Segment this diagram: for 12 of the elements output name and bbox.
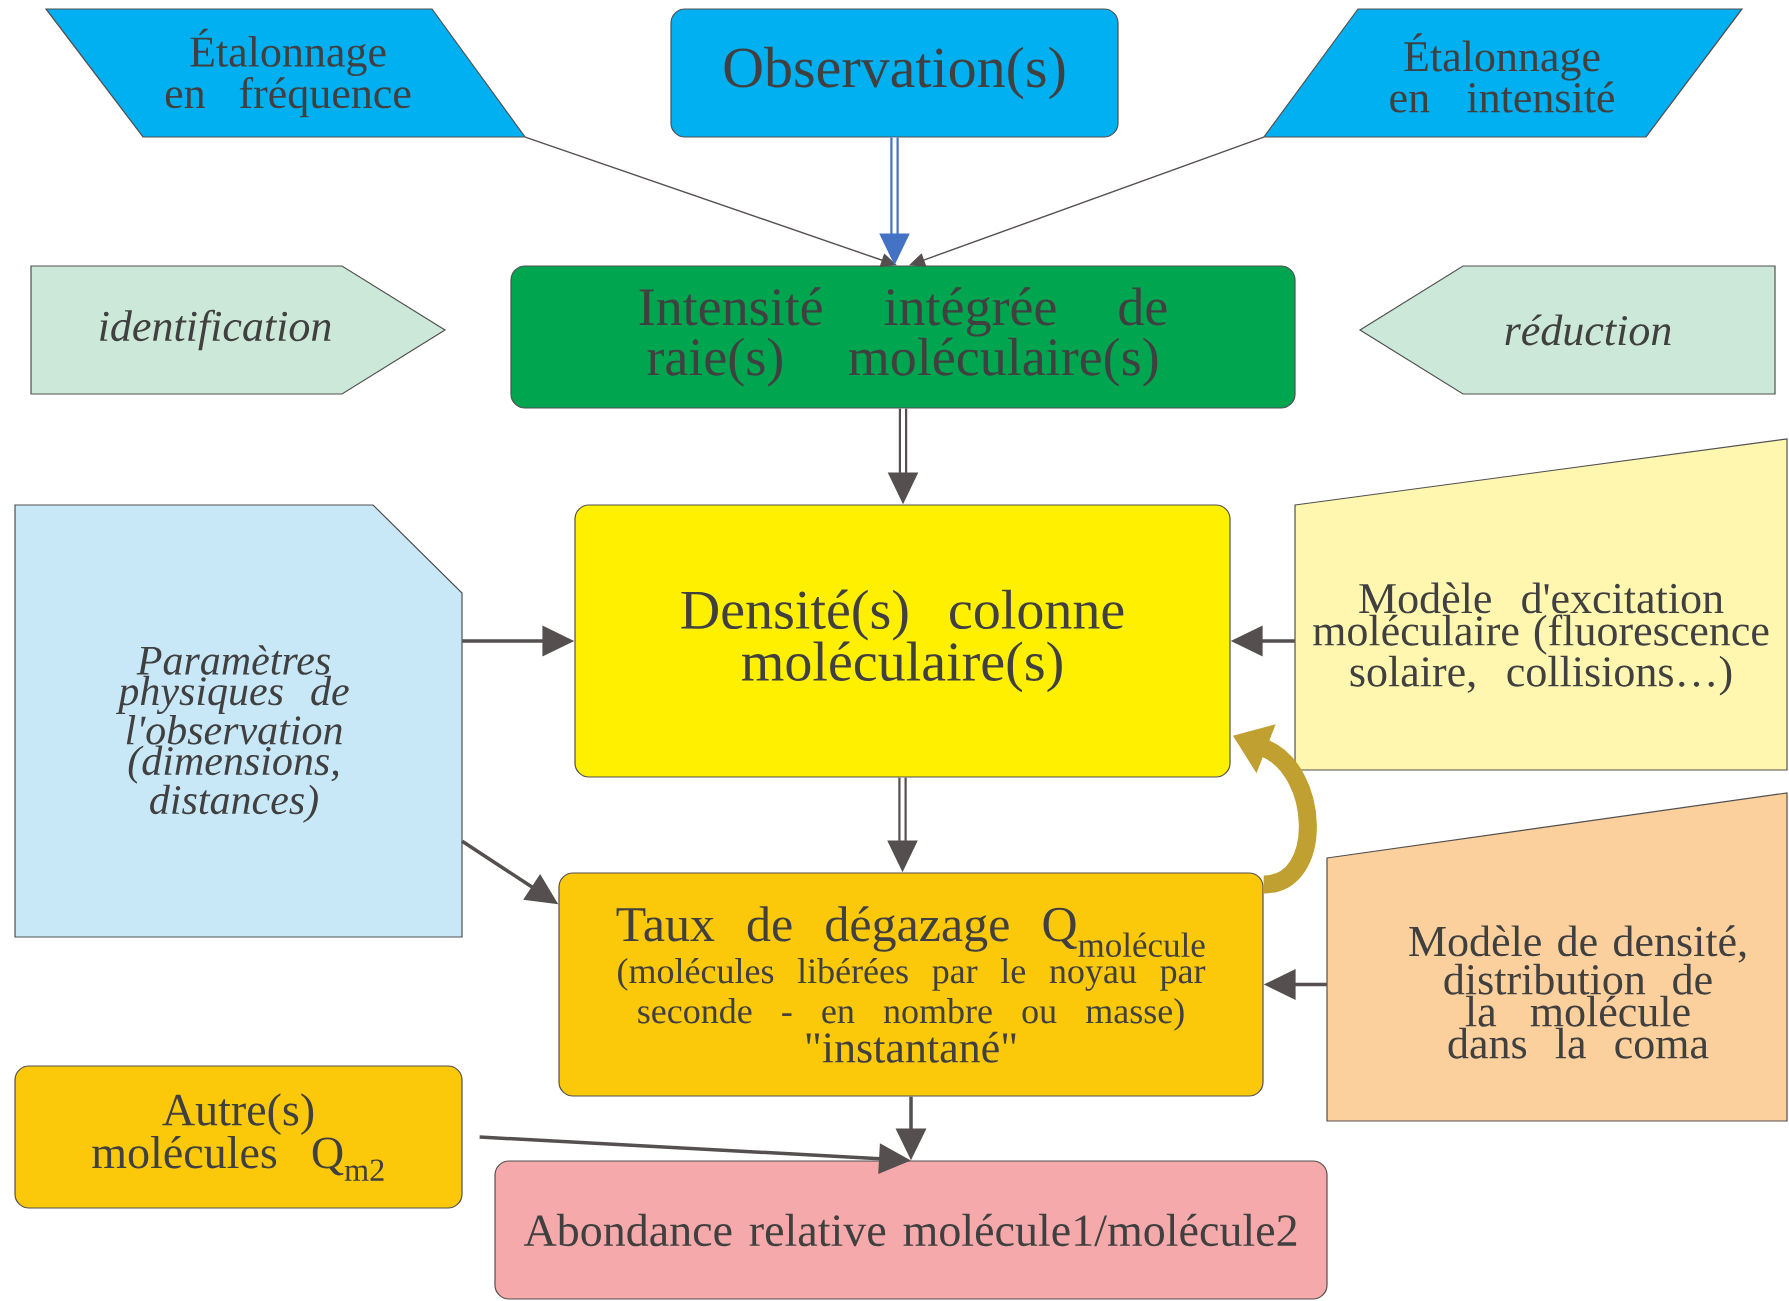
process-box: Taux de dégazage Q$_{molécule}$ (molécules libérées par le noyau par seconde - en nombre ou masse) "instantané" [558,872,1264,1097]
input-box: Autre(s) molécules Q$_{m2}$ [14,1065,463,1209]
arrow [524,136,897,267]
result-box: Abondance relative molécule1/molécule2 [494,1160,1328,1300]
step-pentagon: identification [30,265,447,395]
process-box: Intensité intégrée de raie(s) moléculaire(s) [510,265,1296,409]
process-box: Densité(s) colonne moléculaire(s) [574,504,1231,778]
step-pentagon: réduction [1358,265,1776,395]
arrow [909,136,1265,267]
process-box: Observation(s) [670,8,1119,138]
model-box: Modèle d'excitation moléculaire (fluorescence solaire, collisions…) [1294,438,1788,771]
model-box: Modèle de densité, distribution de la molécule dans la coma [1326,792,1788,1122]
